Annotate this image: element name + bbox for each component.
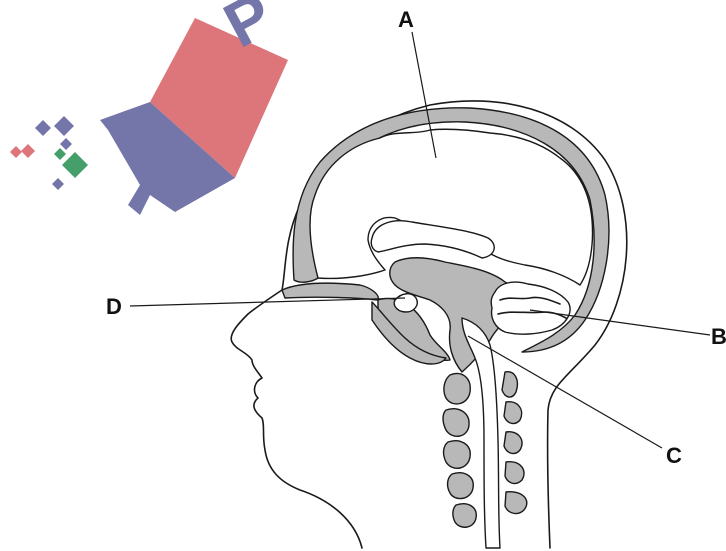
spinous-process-5 [505,492,527,514]
watermark-diamond-7 [60,138,72,150]
watermark-diamond-2 [35,120,51,136]
watermark-diamond-4 [10,146,22,158]
vertebra-5 [453,504,476,527]
label-c: C [666,443,682,468]
spinous-process-3 [504,432,522,454]
watermark-diamond-3 [21,144,35,158]
label-d: D [106,294,122,319]
watermark-logo: P [10,0,288,215]
label-a: A [398,7,414,32]
watermark-diamond-1 [54,116,74,136]
spinous-process-4 [505,462,524,484]
watermark-diamond-8 [52,178,64,190]
spinous-process-2 [504,402,522,424]
label-b: B [711,324,726,349]
cerebellum [491,282,570,334]
vertebra-2 [443,409,469,437]
watermark-diamond-6 [54,148,66,160]
vertebra-4 [448,473,474,499]
vertebra-1 [444,374,470,404]
pituitary-gland [394,294,417,312]
watermark-diamond-5 [62,152,88,178]
spinous-process-1 [502,372,517,397]
vertebra-3 [444,441,471,469]
cerebrum [310,129,593,285]
frontal-bone-base [282,283,378,300]
